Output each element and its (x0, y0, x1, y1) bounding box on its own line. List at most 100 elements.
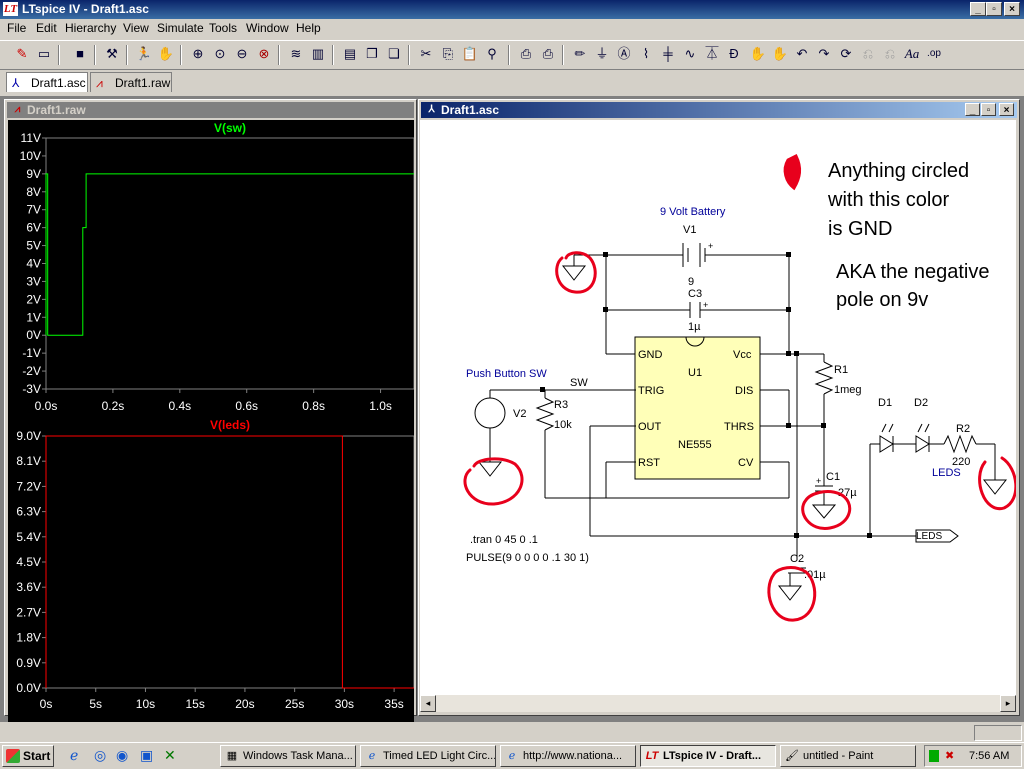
trace-line (45, 435, 414, 689)
y-tick-label: 4V (26, 257, 41, 271)
cut-icon[interactable]: ✂ (420, 46, 432, 61)
ie-icon: ℯ (508, 750, 516, 762)
y-tick-label: 3V (26, 274, 41, 288)
label-icon[interactable]: Ⓐ (617, 46, 631, 61)
taskbar-button-national[interactable]: ℯ http://www.nationa... (500, 745, 636, 767)
diode-icon[interactable]: ⏄ (705, 46, 719, 61)
paste-icon[interactable]: 📋 (461, 46, 479, 61)
save-icon[interactable]: ■ (76, 46, 84, 61)
cpu-meter-icon[interactable] (929, 750, 939, 762)
print-icon[interactable]: ⎙ (542, 46, 554, 61)
taskbar-button-taskmgr[interactable]: ▦ Windows Task Mana... (220, 745, 356, 767)
rotate-icon[interactable]: ⟳ (840, 46, 852, 61)
copy-icon[interactable]: ⎘ (442, 46, 454, 61)
scroll-right-button[interactable]: ▸ (1000, 695, 1016, 712)
mirror2-icon[interactable]: ⎌ (884, 46, 896, 61)
text-icon[interactable]: Aa (904, 46, 920, 61)
open-icon[interactable]: ▭ (37, 46, 51, 61)
print-preview-icon[interactable]: ⎙ (520, 46, 532, 61)
trace-title[interactable]: V(sw) (214, 121, 246, 135)
minimize-button[interactable]: _ (970, 2, 986, 16)
x-tick-label: 1.0s (369, 399, 392, 413)
wire-icon[interactable]: ✏ (574, 46, 586, 61)
tab-draft1-asc[interactable]: ⅄ Draft1.asc (6, 72, 88, 92)
menu-edit[interactable]: Edit (36, 21, 57, 35)
tile-vertical-icon[interactable]: ▥ (311, 46, 325, 61)
cascade-icon[interactable]: ❐ (366, 46, 378, 61)
run-icon[interactable]: 🏃 (135, 46, 153, 61)
menu-help[interactable]: Help (296, 21, 321, 35)
ground-icon[interactable]: ⏚ (595, 46, 609, 61)
menu-hierarchy[interactable]: Hierarchy (65, 21, 117, 35)
maximize-button[interactable]: ▫ (986, 2, 1002, 16)
schematic-icon: ⅄ (12, 76, 20, 90)
pin-rst: RST (638, 457, 660, 469)
zoom-out-icon[interactable]: ⊖ (236, 46, 248, 61)
close-all-icon[interactable]: ❏ (388, 46, 400, 61)
y-tick-label: 9V (26, 167, 41, 181)
menu-simulate[interactable]: Simulate (157, 21, 204, 35)
tab-label: Draft1.raw (115, 76, 171, 90)
taskbar-button-label: http://www.nationa... (523, 750, 623, 762)
pulse-spec[interactable]: PULSE(9 0 0 0 0 .1 30 1) (466, 552, 589, 564)
resistor-icon[interactable]: ⌇ (642, 46, 650, 61)
horizontal-scrollbar[interactable]: ◂ ▸ (420, 695, 1016, 712)
tab-draft1-raw[interactable]: ⩘ Draft1.raw (90, 72, 172, 92)
menu-view[interactable]: View (123, 21, 149, 35)
leds-net-flag: LEDS (916, 531, 942, 542)
media-player-quicklaunch-icon[interactable]: ◉ (116, 747, 129, 763)
taskbar-button-paint[interactable]: 🖌 untitled - Paint (780, 745, 916, 767)
child-close-button[interactable]: × (999, 103, 1014, 116)
close-button[interactable]: × (1004, 2, 1020, 16)
spice-directive-icon[interactable]: .op (927, 48, 941, 59)
zoom-pan-icon[interactable]: ⊙ (214, 46, 226, 61)
find-icon[interactable]: ⚲ (487, 46, 497, 61)
x-tick-label: 35s (384, 697, 403, 711)
capacitor-icon[interactable]: ╪ (663, 46, 673, 61)
desktop-quicklaunch-icon[interactable]: ▣ (140, 747, 154, 763)
autorange-icon[interactable]: ≋ (290, 46, 302, 61)
undo-icon[interactable]: ↶ (796, 46, 808, 61)
start-button[interactable]: Start (2, 745, 54, 767)
battery-label: 9 Volt Battery (660, 206, 726, 218)
component-icon[interactable]: Ð (729, 46, 739, 61)
zoom-in-icon[interactable]: ⊕ (192, 46, 204, 61)
schematic-icon: ⅄ (428, 104, 435, 115)
tran-directive[interactable]: .tran 0 45 0 .1 (470, 534, 538, 546)
redo-icon[interactable]: ↷ (818, 46, 830, 61)
start-label: Start (23, 749, 51, 763)
outlook-quicklaunch-icon[interactable]: ◎ (94, 747, 107, 763)
child-minimize-button[interactable]: _ (965, 103, 980, 116)
excel-quicklaunch-icon[interactable]: ✕ (164, 747, 176, 763)
menu-file[interactable]: File (7, 21, 27, 35)
schematic-canvas[interactable]: 9 Volt Battery V1 + 9 C3 + 1µ GND Vcc U1… (420, 120, 1018, 695)
clock[interactable]: 7:56 AM (969, 750, 1010, 762)
drag-icon[interactable]: ✋ (771, 46, 789, 61)
x-tick-label: 10s (136, 697, 155, 711)
y-tick-label: 0.0V (16, 681, 41, 695)
taskbar-button-timed-led[interactable]: ℯ Timed LED Light Circ... (360, 745, 496, 767)
halt-icon[interactable]: ✋ (157, 46, 175, 61)
menu-tools[interactable]: Tools (209, 21, 238, 35)
child-maximize-button[interactable]: ▫ (981, 103, 996, 116)
ie-quicklaunch-icon[interactable]: ℯ (70, 747, 79, 763)
control-panel-icon[interactable]: ⚒ (106, 46, 118, 61)
c2-label: C2 (790, 553, 804, 565)
schematic-window-title: ⅄ Draft1.asc (421, 102, 1017, 118)
trace-title[interactable]: V(leds) (210, 418, 250, 432)
gnd-circle-annotation (555, 251, 597, 294)
tile-horizontal-icon[interactable]: ▤ (343, 46, 357, 61)
move-icon[interactable]: ✋ (749, 46, 767, 61)
zoom-cancel-icon[interactable]: ⊗ (258, 46, 270, 61)
mirror-icon[interactable]: ⎌ (862, 46, 874, 61)
menu-bar: File Edit Hierarchy View Simulate Tools … (0, 19, 1024, 38)
new-schematic-icon[interactable]: ✎ (16, 46, 28, 61)
menu-window[interactable]: Window (246, 21, 289, 35)
network-icon[interactable]: ✖ (945, 750, 955, 762)
inductor-icon[interactable]: ∿ (684, 46, 696, 61)
taskbar-button-ltspice[interactable]: LT LTspice IV - Draft... (640, 745, 776, 767)
toolbar: ✎ ▭ ■ ⚒ 🏃 ✋ ⊕ ⊙ ⊖ ⊗ ≋ ▥ ▤ ❐ ❏ ✂ ⎘ 📋 ⚲ ⎙ … (0, 40, 1024, 70)
y-tick-label: -1V (22, 346, 41, 360)
scroll-left-button[interactable]: ◂ (420, 695, 436, 712)
